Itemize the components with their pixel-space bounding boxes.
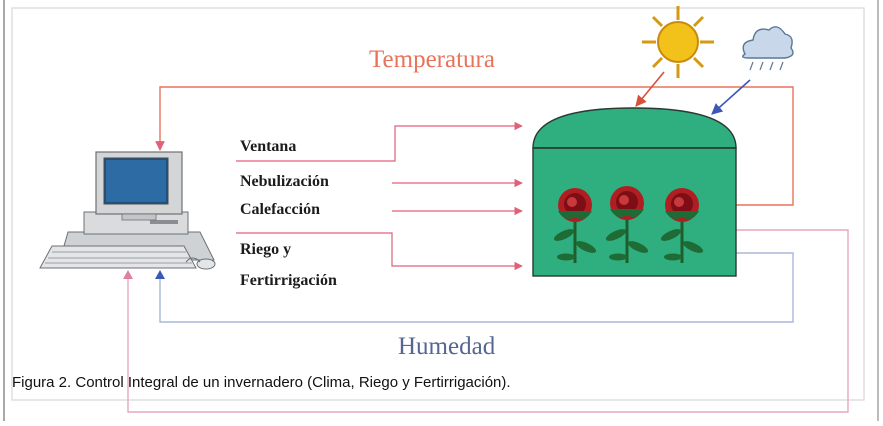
humidity-loop-arrowhead <box>155 270 165 279</box>
control-label-riego-line2: Fertirrigación <box>240 272 337 289</box>
control-label-riego-line1: Riego y <box>240 241 291 258</box>
control-label-calefaccion: Calefacción <box>240 201 320 218</box>
sun-arrow <box>635 71 665 107</box>
humidity-label: Humedad <box>398 333 496 360</box>
sun-icon <box>642 6 714 78</box>
figure-border <box>11 7 865 401</box>
cloud-arrow <box>711 79 751 115</box>
figure-caption: Figura 2. Control Integral de un inverna… <box>12 374 511 391</box>
rose-icon <box>605 186 649 263</box>
cloud-rain-icon <box>742 26 794 71</box>
riego-arrow <box>236 232 523 271</box>
ventana-arrow <box>236 121 523 162</box>
irrigation-loop-arrowhead <box>123 270 133 279</box>
temperature-loop <box>155 86 794 206</box>
computer-icon <box>39 151 216 270</box>
humidity-loop <box>159 252 794 323</box>
control-label-nebulizacion: Nebulización <box>240 173 329 190</box>
rose-icon <box>660 188 704 263</box>
irrigation-loop <box>127 229 849 413</box>
temperature-label: Temperatura <box>369 46 495 73</box>
control-label-ventana: Ventana <box>240 138 296 155</box>
rose-icon <box>553 188 597 263</box>
